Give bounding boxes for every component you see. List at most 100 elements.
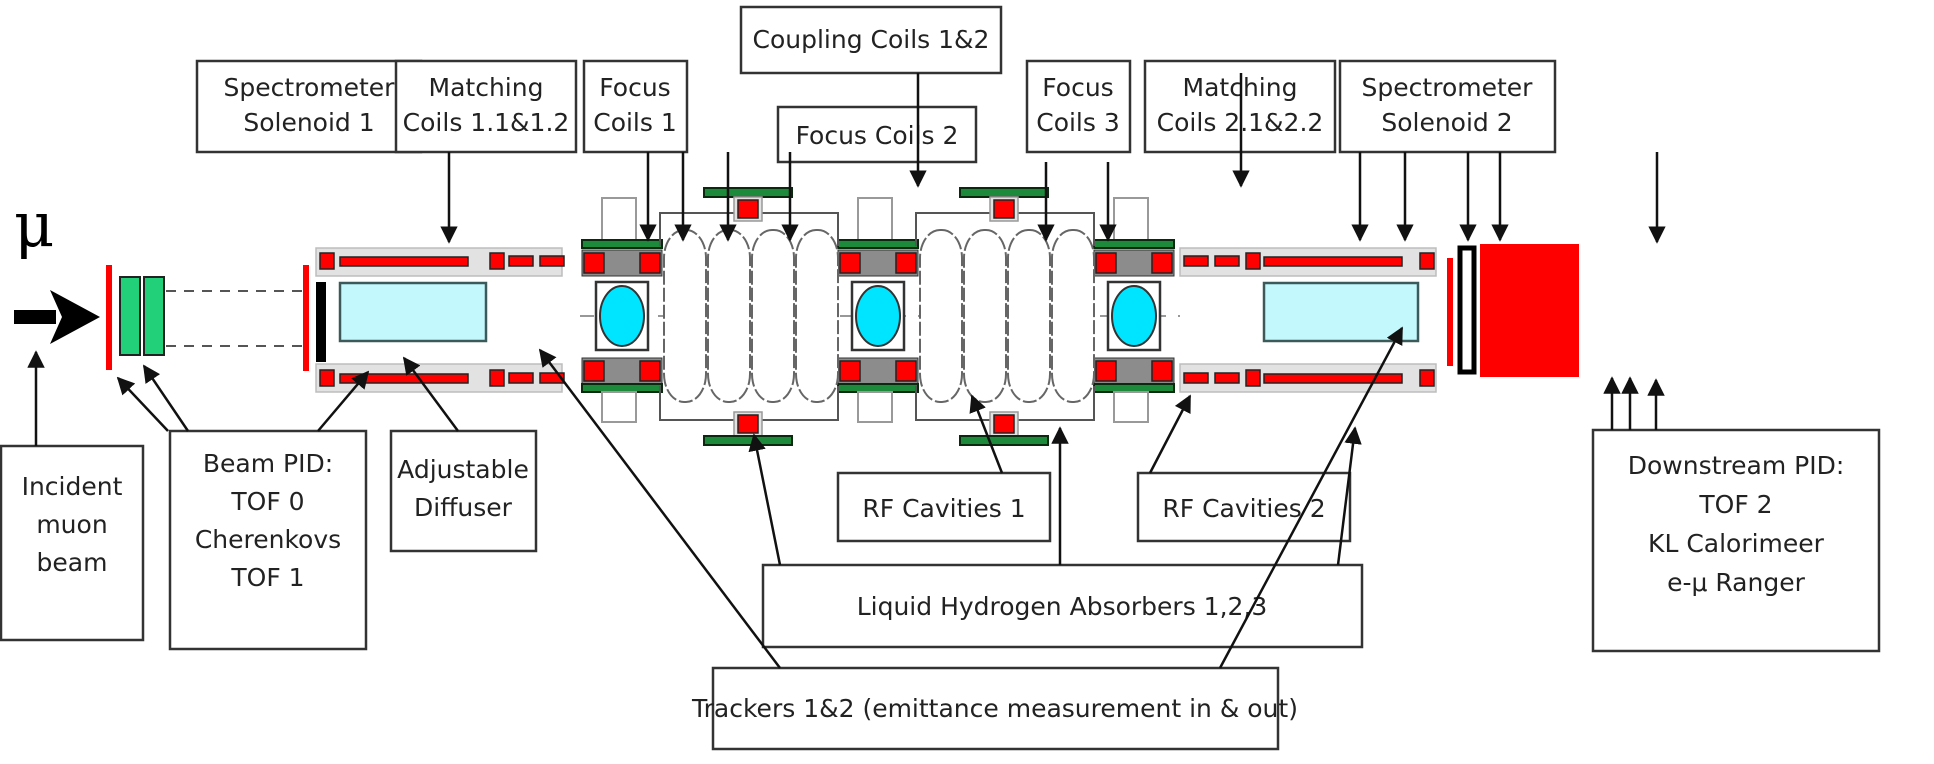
absorber-port-top xyxy=(857,197,893,241)
tof1-detector xyxy=(303,265,309,371)
absorber-port-bottom xyxy=(1113,391,1149,423)
coupling-coil-bottom xyxy=(737,414,759,434)
rf-cavity xyxy=(751,229,795,403)
coupling-support-top xyxy=(959,187,1049,198)
tracker-2-volume xyxy=(1262,281,1420,343)
label-focus-coils-3: Focus Coils 3 xyxy=(1025,59,1132,154)
coupling-coil-top xyxy=(993,199,1015,219)
support-top xyxy=(837,239,919,249)
label-focus-coils-1: Focus Coils 1 xyxy=(582,59,689,154)
tof0-detector xyxy=(106,265,112,370)
focus-coil-top-a xyxy=(1095,252,1117,274)
svg-text:KL Calorimeer: KL Calorimeer xyxy=(1648,529,1825,558)
svg-text:Adjustable: Adjustable xyxy=(397,455,529,484)
diffuser xyxy=(316,282,326,362)
svg-text:muon: muon xyxy=(36,510,107,539)
label-incident-muon-beam: Incident muon beam xyxy=(0,444,145,642)
rfcc-module-1 xyxy=(659,187,839,446)
emu-ranger xyxy=(1480,244,1579,377)
svg-text:RF Cavities 2: RF Cavities 2 xyxy=(1162,494,1325,523)
arrow-diffuser xyxy=(402,356,460,432)
label-downstream-pid: Downstream PID: TOF 2 KL Calorimeer e-μ … xyxy=(1591,428,1881,653)
support-bottom xyxy=(837,383,919,393)
focus-coil-bottom-a xyxy=(839,360,861,382)
arrow-rf1 xyxy=(969,394,1004,474)
focus-coil-top-a xyxy=(583,252,605,274)
absorber-port-bottom xyxy=(601,391,637,423)
focus-coil-top-b xyxy=(639,252,661,274)
support-bottom xyxy=(581,383,663,393)
rf-cavity xyxy=(707,229,751,403)
svg-text:Coupling Coils 1&2: Coupling Coils 1&2 xyxy=(753,25,990,54)
arrow-pid-tof1 xyxy=(317,370,370,432)
svg-text:TOF 1: TOF 1 xyxy=(230,563,304,592)
tracker-1-volume xyxy=(338,281,488,343)
absorber-port-top xyxy=(601,197,637,241)
rf-cavity xyxy=(919,229,963,403)
svg-text:Liquid Hydrogen Absorbers 1,2,: Liquid Hydrogen Absorbers 1,2,3 xyxy=(857,592,1268,621)
coupling-coil-bottom xyxy=(993,414,1015,434)
svg-text:Coils 3: Coils 3 xyxy=(1036,108,1120,137)
svg-text:Solenoid 1: Solenoid 1 xyxy=(243,108,374,137)
cherenkov-1 xyxy=(119,276,141,356)
label-beam-pid: Beam PID: TOF 0 Cherenkovs TOF 1 xyxy=(168,429,368,651)
rf-cavity-modules xyxy=(659,187,1095,446)
svg-text:Trackers 1&2 (emittance measur: Trackers 1&2 (emittance measurement in &… xyxy=(691,694,1298,723)
svg-text:Coils 1: Coils 1 xyxy=(593,108,677,137)
focus-coil-top-a xyxy=(839,252,861,274)
arrow-lh2-3 xyxy=(1336,426,1362,566)
muon-symbol: μ xyxy=(14,188,54,261)
spectrometer-solenoid-1 xyxy=(315,247,565,393)
afc-module-3 xyxy=(1093,197,1175,423)
label-spectrometer-solenoid-1: Spectrometer Solenoid 1 xyxy=(195,59,423,154)
focus-coil-bottom-b xyxy=(1151,360,1173,382)
arrow-pid-tof0 xyxy=(116,376,169,432)
coupling-support-bottom xyxy=(703,435,793,446)
arrow-rf2 xyxy=(1148,394,1192,474)
cherenkov-2 xyxy=(143,276,165,356)
kl-calorimeter xyxy=(1457,245,1477,375)
extra-callout-arrows xyxy=(538,326,1665,669)
svg-text:e-μ Ranger: e-μ Ranger xyxy=(1667,568,1805,597)
svg-text:Spectrometer: Spectrometer xyxy=(224,73,396,102)
svg-text:Spectrometer: Spectrometer xyxy=(1362,73,1534,102)
beam-direction-arrow-icon xyxy=(14,290,100,344)
rf-cavity xyxy=(1007,229,1051,403)
beamline: μ xyxy=(14,187,1579,446)
absorber-port-top xyxy=(1113,197,1149,241)
arrow-tracker-1 xyxy=(538,348,781,669)
arrow-tracker-2 xyxy=(1218,326,1404,669)
afc-module-1 xyxy=(581,197,663,423)
arrow-lh2-1 xyxy=(748,433,782,566)
svg-text:Incident: Incident xyxy=(22,472,123,501)
svg-text:Focus Coils 2: Focus Coils 2 xyxy=(796,121,959,150)
focus-coil-top-b xyxy=(895,252,917,274)
label-trackers: Trackers 1&2 (emittance measurement in &… xyxy=(691,666,1298,751)
rf-cavity xyxy=(963,229,1007,403)
svg-text:Beam PID:: Beam PID: xyxy=(203,449,333,478)
support-top xyxy=(581,239,663,249)
label-matching-coils-1: Matching Coils 1.1&1.2 xyxy=(394,59,578,154)
afc-modules xyxy=(581,197,1175,423)
svg-text:Downstream PID:: Downstream PID: xyxy=(1628,451,1845,480)
svg-text:TOF 2: TOF 2 xyxy=(1698,490,1772,519)
support-bottom xyxy=(1093,383,1175,393)
label-coupling-coils: Coupling Coils 1&2 xyxy=(739,5,1003,75)
labels: Spectrometer Solenoid 1 Matching Coils 1… xyxy=(0,5,1881,751)
arrow-pid-cher xyxy=(142,364,190,432)
svg-text:Solenoid 2: Solenoid 2 xyxy=(1381,108,1512,137)
rf-cavity xyxy=(795,229,839,403)
label-rf-cavities-1: RF Cavities 1 xyxy=(836,471,1052,543)
svg-text:TOF 0: TOF 0 xyxy=(230,487,304,516)
spectrometer-solenoid-2 xyxy=(1179,247,1437,393)
svg-text:Cherenkovs: Cherenkovs xyxy=(195,525,341,554)
label-focus-coils-2: Focus Coils 2 xyxy=(776,105,978,164)
focus-coil-bottom-a xyxy=(583,360,605,382)
svg-text:Focus: Focus xyxy=(599,73,670,102)
rf-cavity xyxy=(1051,229,1095,403)
focus-coil-top-b xyxy=(1151,252,1173,274)
absorber-port-bottom xyxy=(857,391,893,423)
svg-text:Focus: Focus xyxy=(1042,73,1113,102)
label-rf-cavities-2: RF Cavities 2 xyxy=(1136,471,1352,543)
